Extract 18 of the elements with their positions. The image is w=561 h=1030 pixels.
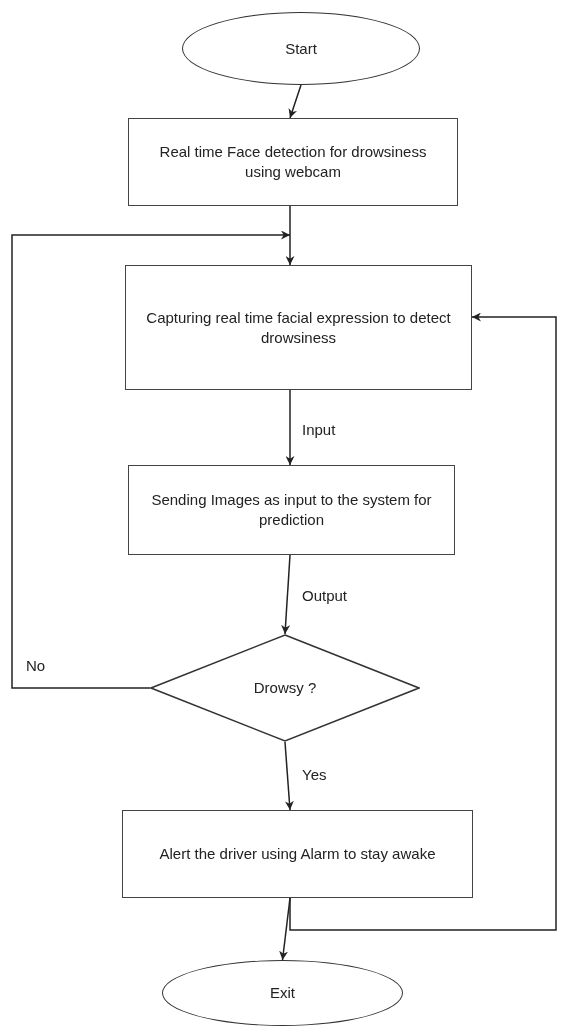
node-text: Exit — [270, 983, 295, 1003]
process-box — [128, 465, 455, 555]
node-text: Drowsy ? — [253, 678, 317, 698]
node-text: Start — [285, 38, 317, 59]
process-box — [128, 118, 458, 206]
process-box — [125, 265, 472, 390]
node-text: Sending Images as input to the system for prediction — [150, 490, 433, 530]
arrow — [285, 389, 295, 466]
arrow — [11, 230, 291, 689]
node-text: Capturing real time facial expression to detect drowsiness — [145, 307, 452, 348]
arrow — [281, 554, 291, 635]
arrow — [288, 84, 302, 119]
arrow — [289, 312, 557, 931]
arrow — [284, 741, 294, 811]
arrow — [285, 205, 295, 266]
node-text: Real time Face detection for drowsiness using webcam — [158, 142, 428, 182]
process-box — [122, 810, 473, 898]
node-text: Alert the driver using Alarm to stay awake — [159, 844, 436, 864]
